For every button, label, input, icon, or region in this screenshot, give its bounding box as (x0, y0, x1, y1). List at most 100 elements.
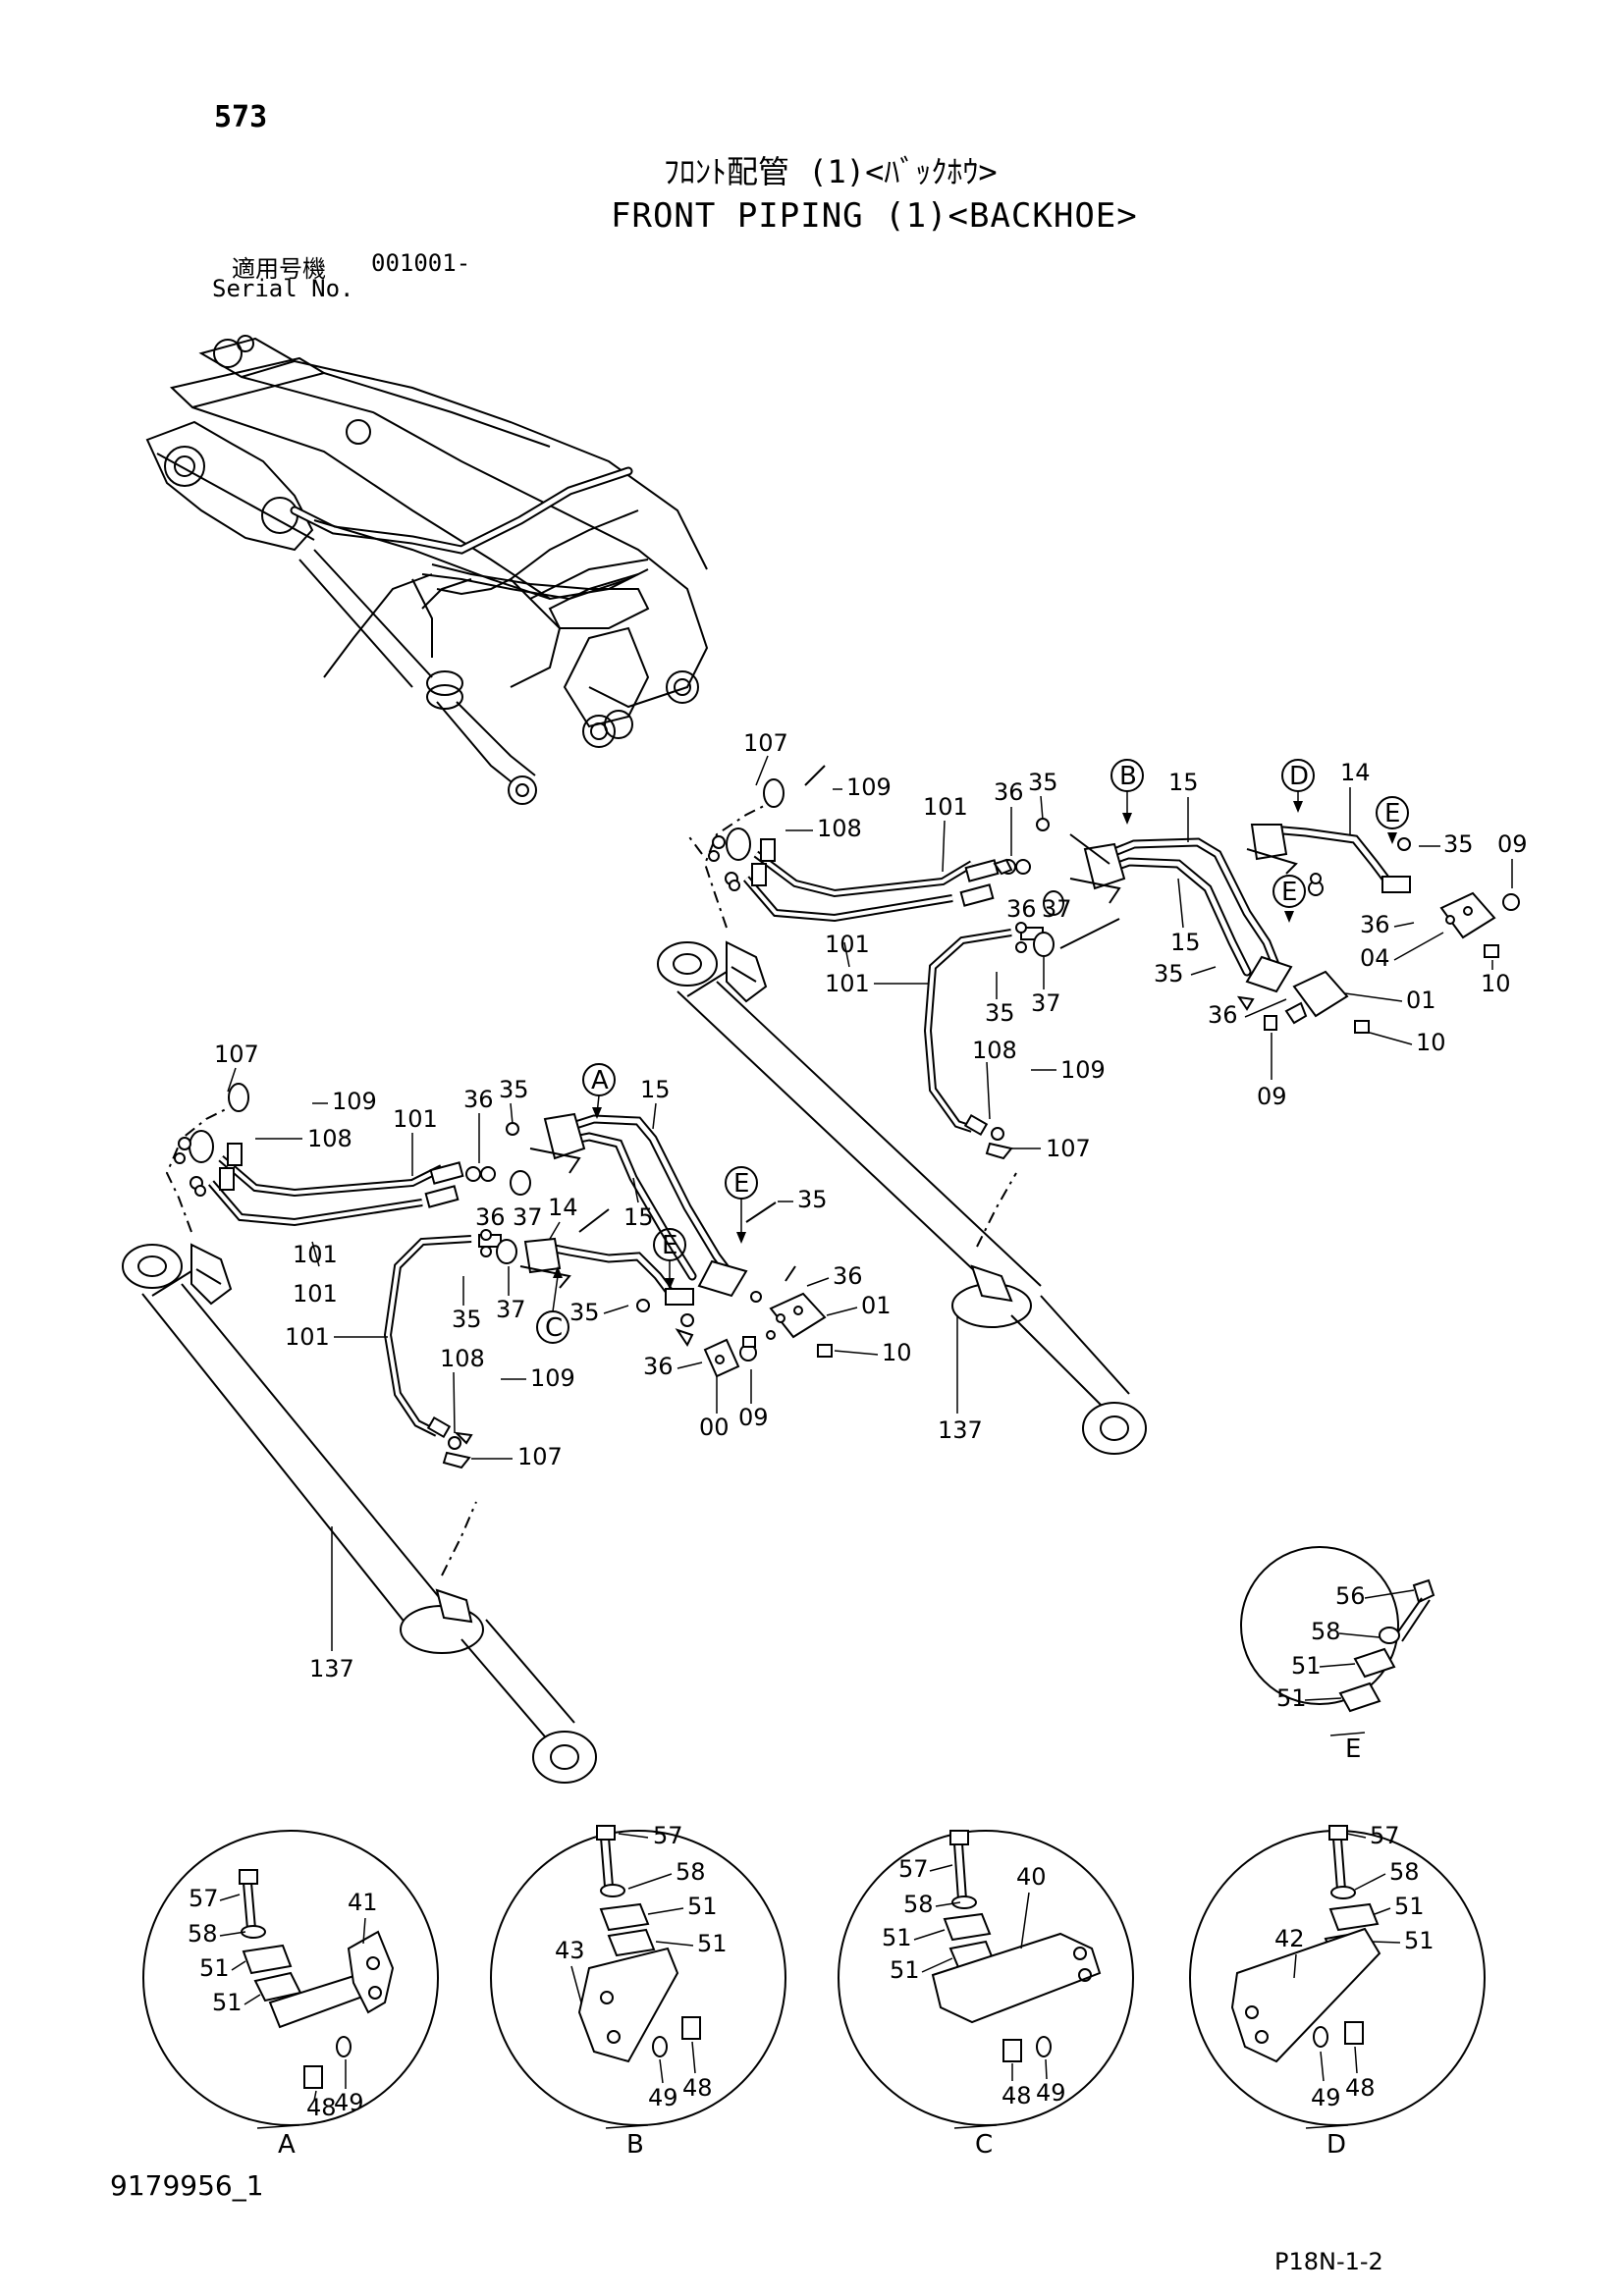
marker-D-right: D (1281, 759, 1315, 813)
serial-label-english: Serial No. (212, 275, 354, 302)
callout-51: 51 (1404, 1927, 1435, 1954)
serial-value: 001001- (371, 249, 471, 277)
callout-36: 36 (463, 1086, 494, 1113)
callout-101: 101 (293, 1241, 338, 1268)
callout-49: 49 (648, 2084, 678, 2111)
callout-51: 51 (1394, 1893, 1425, 1920)
callout-36: 36 (643, 1353, 674, 1380)
callout-15: 15 (623, 1203, 654, 1231)
callout-36: 36 (1360, 911, 1390, 938)
callout-48: 48 (306, 2094, 337, 2121)
callout-37: 37 (513, 1203, 543, 1231)
marker-letter-A: A (591, 1066, 609, 1095)
callout-15: 15 (640, 1076, 671, 1103)
callout-51: 51 (687, 1893, 718, 1920)
marker-letter-B: B (1119, 762, 1137, 791)
callout-101: 101 (285, 1323, 330, 1351)
page-code: P18N-1-2 (1274, 2248, 1383, 2275)
callout-56: 56 (1335, 1582, 1366, 1610)
callout-35: 35 (569, 1299, 600, 1326)
callout-101: 101 (923, 793, 968, 821)
callout-00: 00 (699, 1414, 730, 1441)
detail-label-B: B (626, 2130, 644, 2160)
callout-49: 49 (1311, 2084, 1341, 2111)
left-assembly-callouts: 107 109 108 101 36 35 36 37 14 15 15 101… (214, 1041, 912, 1682)
callout-09: 09 (738, 1404, 769, 1431)
callout-35: 35 (1028, 769, 1058, 796)
callout-109: 109 (1060, 1056, 1106, 1084)
callout-58: 58 (676, 1858, 706, 1886)
callout-51: 51 (199, 1954, 230, 1982)
detail-view-C: 57 58 51 51 40 48 49 C (838, 1830, 1134, 2160)
marker-letter-E: E (662, 1231, 677, 1260)
callout-35: 35 (985, 999, 1015, 1027)
callout-01: 01 (1406, 987, 1436, 1014)
callout-49: 49 (1036, 2079, 1066, 2107)
callout-35: 35 (1443, 830, 1474, 858)
callout-42: 42 (1274, 1925, 1305, 1952)
callout-51: 51 (212, 1989, 243, 2016)
callout-51: 51 (1291, 1652, 1322, 1680)
detail-label-D: D (1326, 2130, 1346, 2160)
callout-37: 37 (1031, 989, 1061, 1017)
detail-view-D: 57 58 51 51 42 49 48 D (1189, 1822, 1486, 2160)
callout-107: 107 (1046, 1135, 1091, 1162)
callout-57: 57 (653, 1822, 683, 1849)
callout-107: 107 (517, 1443, 563, 1470)
marker-E-right-lower: E (1272, 875, 1306, 923)
detail-label-C: C (975, 2130, 993, 2160)
callout-51: 51 (697, 1930, 728, 1957)
callout-15: 15 (1170, 929, 1201, 956)
page-number: 573 (214, 100, 268, 134)
callout-35: 35 (797, 1186, 828, 1213)
callout-101: 101 (293, 1280, 338, 1308)
callout-43: 43 (555, 1937, 585, 1964)
callout-108: 108 (307, 1125, 352, 1152)
callout-35: 35 (1154, 960, 1184, 988)
marker-E-left-upper: E (725, 1166, 758, 1244)
callout-58: 58 (188, 1920, 218, 1948)
callout-35: 35 (499, 1076, 529, 1103)
callout-01: 01 (861, 1292, 892, 1319)
callout-48: 48 (682, 2074, 713, 2102)
callout-10: 10 (1416, 1029, 1446, 1056)
callout-57: 57 (898, 1855, 929, 1883)
callout-57: 57 (1370, 1822, 1400, 1849)
callout-37: 37 (496, 1296, 526, 1323)
callout-10: 10 (882, 1339, 912, 1366)
callout-35: 35 (452, 1306, 482, 1333)
marker-E-right-upper: E (1376, 796, 1409, 844)
callout-109: 109 (846, 774, 892, 801)
marker-letter-E: E (1384, 799, 1400, 828)
callout-10: 10 (1481, 970, 1511, 997)
marker-letter-E: E (733, 1169, 749, 1199)
detail-label-E: E (1345, 1735, 1361, 1764)
marker-letter-C: C (545, 1313, 563, 1343)
callout-36: 36 (994, 778, 1024, 806)
detail-view-B: 57 58 51 51 43 49 48 B (490, 1822, 786, 2160)
boom-overview-drawing (145, 335, 709, 805)
callout-41: 41 (348, 1889, 378, 1916)
serial-label-japanese: 適用号機 (232, 255, 326, 283)
callout-14: 14 (548, 1194, 578, 1221)
detail-view-E: 56 58 51 51 E (1240, 1546, 1435, 1764)
callout-107: 107 (214, 1041, 259, 1068)
callout-101: 101 (393, 1105, 438, 1133)
callout-09: 09 (1497, 830, 1528, 858)
callout-09: 09 (1257, 1083, 1287, 1110)
detail-view-A: 57 58 51 51 41 48 49 A (142, 1830, 439, 2160)
callout-109: 109 (530, 1364, 575, 1392)
callout-48: 48 (1345, 2074, 1376, 2102)
title-english: FRONT PIPING (1)<BACKHOE> (611, 196, 1138, 236)
callout-137: 137 (938, 1416, 983, 1444)
title-japanese: ﾌﾛﾝﾄ配管 (1)<ﾊﾞｯｸﾎｳ> (664, 153, 998, 190)
callout-58: 58 (1389, 1858, 1420, 1886)
left-cylinder-assembly (122, 1083, 833, 1784)
callout-57: 57 (189, 1885, 219, 1912)
callout-51: 51 (882, 1924, 912, 1951)
callout-51: 51 (1276, 1684, 1307, 1712)
callout-58: 58 (903, 1891, 934, 1918)
callout-36: 36 (475, 1203, 506, 1231)
marker-E-left-lower: E (653, 1228, 686, 1290)
